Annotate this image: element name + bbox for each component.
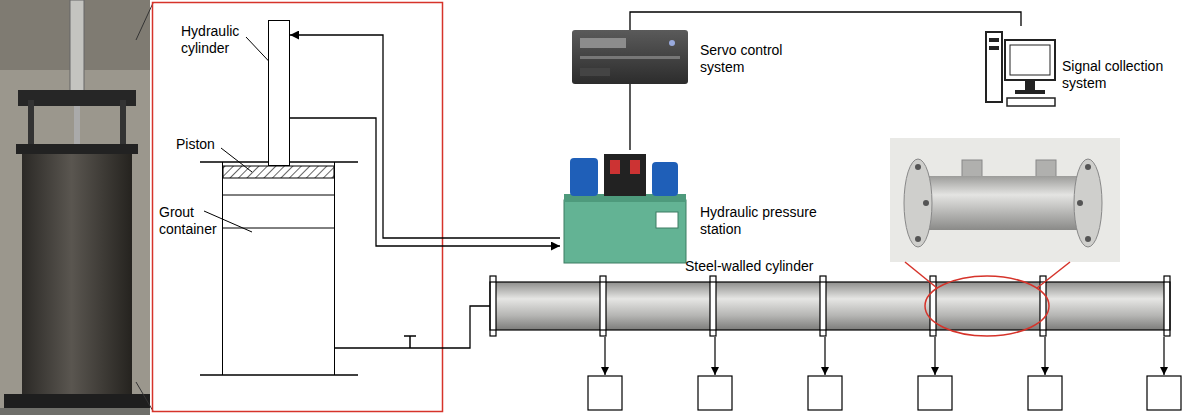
drive-slot — [989, 38, 999, 42]
motor — [652, 162, 678, 196]
pressure-station: Hydraulic pressure station — [560, 150, 690, 265]
sensor-arrow — [604, 337, 605, 375]
photo-ground — [890, 138, 1120, 262]
pipe-flange — [490, 276, 496, 336]
piston-hatch — [223, 166, 334, 178]
pc-tower — [986, 32, 1002, 102]
valve-knob — [630, 160, 640, 174]
bolt-hole — [1077, 200, 1083, 206]
top-plate — [18, 90, 136, 106]
panel-port — [580, 68, 610, 76]
connector-line — [335, 306, 490, 348]
floor — [0, 408, 150, 415]
pipe-photo — [890, 138, 1120, 262]
station-drawing — [560, 150, 690, 265]
monitor-base — [1015, 90, 1045, 94]
valve-knob — [610, 160, 620, 174]
bolt-hole — [915, 164, 921, 170]
sensor-arrow — [1163, 337, 1164, 375]
bolt-hole — [1085, 236, 1091, 242]
pipe-flange — [600, 276, 606, 336]
bolt-hole — [923, 200, 929, 206]
gauge-plate — [656, 212, 678, 228]
container-line — [223, 228, 334, 229]
sensor-box — [588, 376, 622, 410]
flange — [904, 159, 932, 247]
sensor-arrow — [714, 337, 715, 375]
connector-line — [630, 12, 1021, 30]
leader-line — [221, 148, 252, 172]
piston-rod — [70, 0, 84, 96]
pipe-body — [918, 176, 1088, 230]
part-label: Piston — [176, 136, 215, 153]
sensor-box — [808, 376, 842, 410]
detail-line — [1037, 262, 1070, 288]
node-label: Servo control system — [700, 42, 810, 76]
node-label: Steel-walled cylinder — [685, 258, 813, 275]
zoom-line — [136, 382, 153, 411]
valve-block — [604, 154, 646, 196]
container-line — [223, 195, 334, 196]
sensor-box — [1147, 376, 1181, 410]
monitor-stand — [1025, 80, 1035, 90]
motor — [570, 158, 598, 196]
drum-lid — [16, 144, 138, 154]
sensor-arrow — [934, 337, 935, 375]
panel-plate — [580, 38, 626, 48]
servo-controller: Servo control system — [572, 30, 688, 84]
zoom-line — [136, 3, 153, 40]
pipe-flange — [820, 276, 826, 336]
pipe-flange — [710, 276, 716, 336]
pipe-drawing — [490, 282, 1170, 330]
sensor-box — [698, 376, 732, 410]
servo-panel — [572, 30, 688, 84]
bolt-hole — [1085, 164, 1091, 170]
node-label: Signal collection system — [1062, 58, 1184, 92]
panel-strip — [580, 56, 680, 59]
computer-drawing — [985, 26, 1057, 112]
indicator — [669, 40, 675, 46]
sensor-arrow — [824, 337, 825, 375]
connector-line — [290, 35, 560, 238]
node-label: Grout container — [159, 204, 221, 238]
keyboard — [1007, 98, 1055, 106]
node-label: Hydraulic cylinder — [181, 23, 261, 57]
sensor-box — [918, 376, 952, 410]
connector-line — [629, 84, 630, 150]
valve-symbol — [409, 336, 411, 348]
detail-ellipse — [925, 276, 1049, 336]
pipe-flange — [1164, 276, 1170, 336]
hydraulic-cylinder: Hydraulic cylinder — [268, 20, 290, 166]
computer-icon: Signal collection system — [985, 26, 1057, 112]
inner-rod — [74, 106, 80, 148]
detail-line — [905, 262, 937, 288]
drive-slot — [989, 46, 999, 50]
sensor-arrow — [1044, 337, 1045, 375]
grout-container: Grout container — [222, 162, 335, 375]
node-label: Hydraulic pressure station — [700, 204, 830, 238]
sensor-box — [1028, 376, 1062, 410]
flange — [1074, 159, 1102, 247]
screen — [1010, 45, 1050, 75]
pipe-outline — [490, 282, 1170, 330]
steel-pipe: Steel-walled cylinder — [490, 282, 1170, 330]
photo-ground — [0, 0, 150, 415]
grout-drum — [22, 154, 132, 394]
monitor — [1005, 40, 1055, 80]
bolt-hole — [915, 236, 921, 242]
connector-line — [290, 118, 560, 246]
sensor-group — [588, 337, 1181, 410]
detail-frame — [153, 3, 443, 412]
oil-tank — [564, 200, 686, 263]
base-plate — [4, 394, 150, 408]
apparatus-photo — [0, 0, 150, 415]
